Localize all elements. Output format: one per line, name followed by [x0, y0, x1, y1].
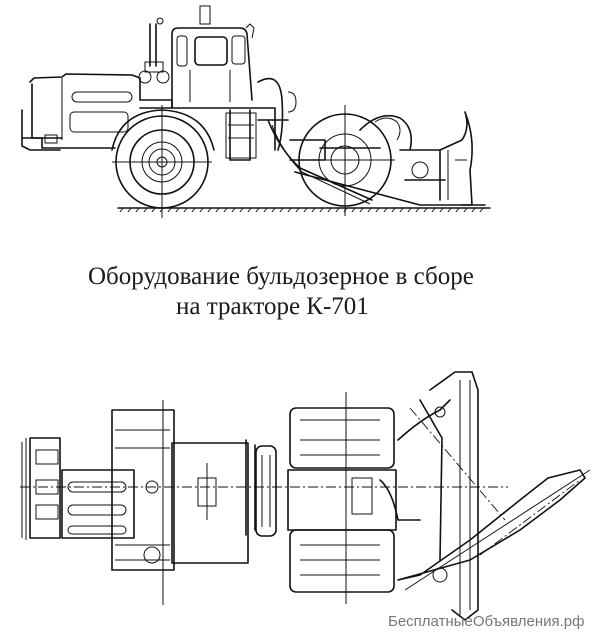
caption-line-1: Оборудование бульдозерное в сборе — [88, 263, 474, 290]
ground-line — [117, 207, 491, 213]
front-section — [287, 392, 421, 604]
side-view-drawing — [21, 5, 491, 218]
hydraulic-hoses — [257, 77, 413, 205]
rear-section — [21, 400, 256, 605]
cab — [171, 5, 255, 109]
blade-top-view — [397, 371, 591, 621]
exhaust-stack — [144, 17, 164, 73]
bulldozer-blade — [294, 111, 486, 206]
front-wheel — [296, 105, 395, 216]
watermark: БесплатныеОбъявления.рф — [388, 613, 585, 630]
caption-line-2: на тракторе К-701 — [176, 293, 369, 320]
rear-wheel — [111, 105, 215, 218]
articulation-joint — [255, 445, 277, 537]
